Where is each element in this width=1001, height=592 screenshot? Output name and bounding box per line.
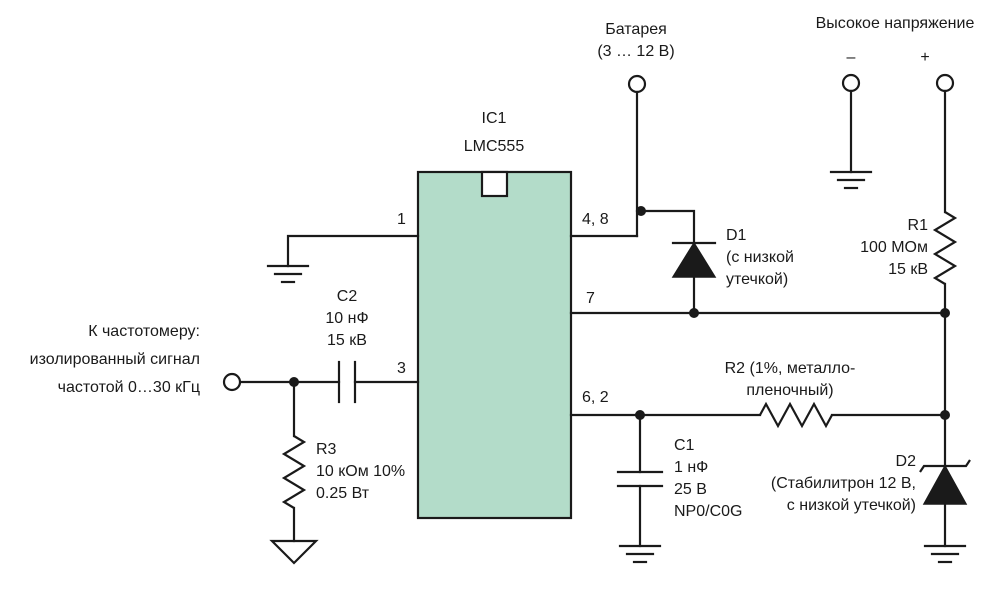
- r1-resistor: [932, 89, 958, 470]
- d2-zener: [919, 459, 971, 564]
- d1-desc-2: утечкой): [726, 271, 788, 288]
- output-terminal: [222, 372, 242, 392]
- ic1-ref: IC1: [482, 110, 507, 127]
- high-voltage-minus: –: [847, 49, 856, 66]
- c1-ref: C1: [674, 437, 695, 454]
- d1-desc-1: (с низкой: [726, 249, 794, 266]
- pin-1-label: 1: [397, 211, 406, 228]
- battery-terminal: [627, 74, 647, 94]
- output-label-3: частотой 0…30 кГц: [58, 379, 200, 396]
- r1-ref: R1: [908, 217, 929, 234]
- c1-value: 1 нФ: [674, 459, 708, 476]
- c1-rating: 25 В: [674, 481, 707, 498]
- hv-minus-ground: [829, 89, 873, 190]
- pin-6-2-label: 6, 2: [582, 389, 609, 406]
- d2-ref: D2: [896, 453, 917, 470]
- pin-3-label: 3: [397, 360, 406, 377]
- c2-value: 10 нФ: [325, 310, 368, 327]
- output-label-2: изолированный сигнал: [30, 351, 200, 368]
- r2-desc: пленочный): [746, 382, 833, 399]
- battery-label: Батарея: [605, 21, 667, 38]
- r1-rating: 15 кВ: [888, 261, 928, 278]
- d1-ref: D1: [726, 227, 747, 244]
- r3-resistor: [269, 380, 319, 565]
- ic1-notch: [480, 170, 509, 198]
- hv-minus-terminal: [841, 73, 861, 93]
- hv-plus-terminal: [935, 73, 955, 93]
- d1-diode: [671, 241, 717, 315]
- r1-value: 100 МОм: [860, 239, 928, 256]
- pin-6-2-wire: [569, 401, 947, 429]
- high-voltage-label: Высокое напряжение: [816, 15, 975, 32]
- battery-range: (3 … 12 В): [597, 43, 674, 60]
- c1-type: NP0/C0G: [674, 503, 742, 520]
- c2-rating: 15 кВ: [327, 332, 367, 349]
- pin-4-8-label: 4, 8: [582, 211, 609, 228]
- pin-3-wire: [238, 360, 420, 404]
- c1-capacitor: [616, 413, 664, 564]
- junction-battery: [636, 206, 646, 216]
- c2-ref: C2: [337, 288, 358, 305]
- r3-ref: R3: [316, 441, 337, 458]
- r2-ref: R2 (1%, металло-: [725, 360, 856, 377]
- d2-desc-2: с низкой утечкой): [787, 497, 916, 514]
- high-voltage-plus: +: [920, 49, 929, 66]
- ic1-body: [416, 170, 573, 520]
- output-label-1: К частотомеру:: [88, 323, 200, 340]
- ic1-part: LMC555: [464, 138, 525, 155]
- r3-rating: 0.25 Вт: [316, 485, 370, 502]
- junction-r2: [940, 410, 950, 420]
- junction-d1: [689, 308, 699, 318]
- d2-desc-1: (Стабилитрон 12 В,: [771, 475, 916, 492]
- pin-7-label: 7: [586, 290, 595, 307]
- pin-1-ground-wire: [266, 234, 420, 284]
- r3-value: 10 кОм 10%: [316, 463, 405, 480]
